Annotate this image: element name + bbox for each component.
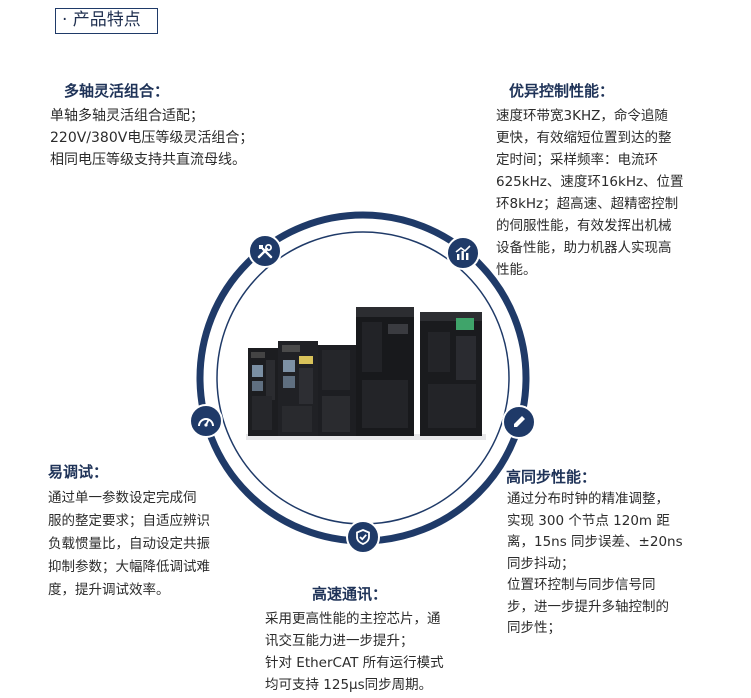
feature-line: 通过单一参数设定完成伺: [48, 490, 197, 506]
servo-drive-3: [318, 345, 356, 436]
servo-drives-image: [246, 307, 486, 440]
feature-line: 通过分布时钟的精准调整，: [507, 491, 669, 507]
feature-line: 220V/380V电压等级灵活组合；: [50, 130, 254, 146]
feature-line: 步，进一步提升多轴控制的: [507, 598, 669, 615]
feature-line: 负载惯量比，自动设定共振: [48, 536, 210, 552]
feature-line: 性能。: [496, 262, 537, 278]
feature-line: 针对 EtherCAT 所有运行模式: [265, 655, 444, 671]
feature-line: 同步性；: [507, 620, 561, 636]
feature-line: 位置环控制与同步信号同: [507, 577, 656, 593]
feature-line: 离，15ns 同步误差、±20ns: [507, 534, 683, 550]
feature-text-multi-axis: 单轴多轴灵活组合适配； 220V/380V电压等级灵活组合； 相同电压等级支持共…: [50, 105, 253, 171]
servo-drive-1: [248, 348, 278, 436]
feature-title-easy-debug: 易调试：: [48, 463, 109, 481]
feature-line: 625kHz、速度环16kHz、位置: [496, 174, 684, 190]
feature-line: 设备性能，助力机器人实现高: [496, 240, 672, 256]
feature-line: 同步抖动；: [507, 555, 575, 572]
feature-line: 实现 300 个节点 120m 距: [507, 512, 670, 529]
feature-line: 均可支持 125μs同步周期。: [265, 677, 433, 693]
feature-line: 相同电压等级支持共直流母线。: [50, 152, 246, 168]
feature-line: 定时间；采样频率：电流环: [496, 152, 658, 168]
feature-line: 服的整定要求；自适应辨识: [48, 513, 210, 529]
feature-line: 更快，有效缩短位置到达的整: [496, 130, 672, 146]
shield-icon: [346, 520, 380, 554]
feature-line: 单轴多轴灵活组合适配；: [50, 108, 204, 124]
feature-text-sync: 通过分布时钟的精准调整， 实现 300 个节点 120m 距 离，15ns 同步…: [507, 489, 683, 640]
feature-title-comm: 高速通讯：: [312, 585, 388, 603]
feature-line: 讯交互能力进一步提升；: [265, 633, 414, 649]
feature-line: 度，提升调试效率。: [48, 582, 170, 598]
feature-line: 抑制参数；大幅降低调试难: [48, 559, 210, 575]
feature-text-performance: 速度环带宽3KHZ，命令追随 更快，有效缩短位置到达的整 定时间；采样频率：电流…: [496, 105, 684, 281]
tools-icon: [248, 234, 282, 268]
feature-text-easy-debug: 通过单一参数设定完成伺 服的整定要求；自适应辨识 负载惯量比，自动设定共振 抑制…: [48, 487, 210, 602]
pen-icon: [502, 405, 536, 439]
feature-line: 的伺服性能，有效发挥出机械: [496, 218, 672, 234]
servo-drive-2: [278, 341, 318, 436]
feature-line: 环8kHz；超高速、超精密控制: [496, 196, 679, 212]
section-title: · 产品特点: [55, 8, 158, 34]
gauge-icon: [189, 404, 223, 438]
feature-title-sync: 高同步性能：: [506, 468, 597, 486]
servo-drive-4: [356, 307, 414, 436]
feature-title-performance: 优异控制性能：: [509, 82, 615, 100]
chart-icon: [446, 236, 480, 270]
feature-line: 速度环带宽3KHZ，命令追随: [496, 108, 668, 124]
servo-drive-5: [420, 312, 482, 436]
feature-title-multi-axis: 多轴灵活组合：: [64, 82, 170, 100]
feature-line: 采用更高性能的主控芯片，通: [265, 611, 441, 627]
feature-text-comm: 采用更高性能的主控芯片，通 讯交互能力进一步提升； 针对 EtherCAT 所有…: [265, 608, 444, 696]
